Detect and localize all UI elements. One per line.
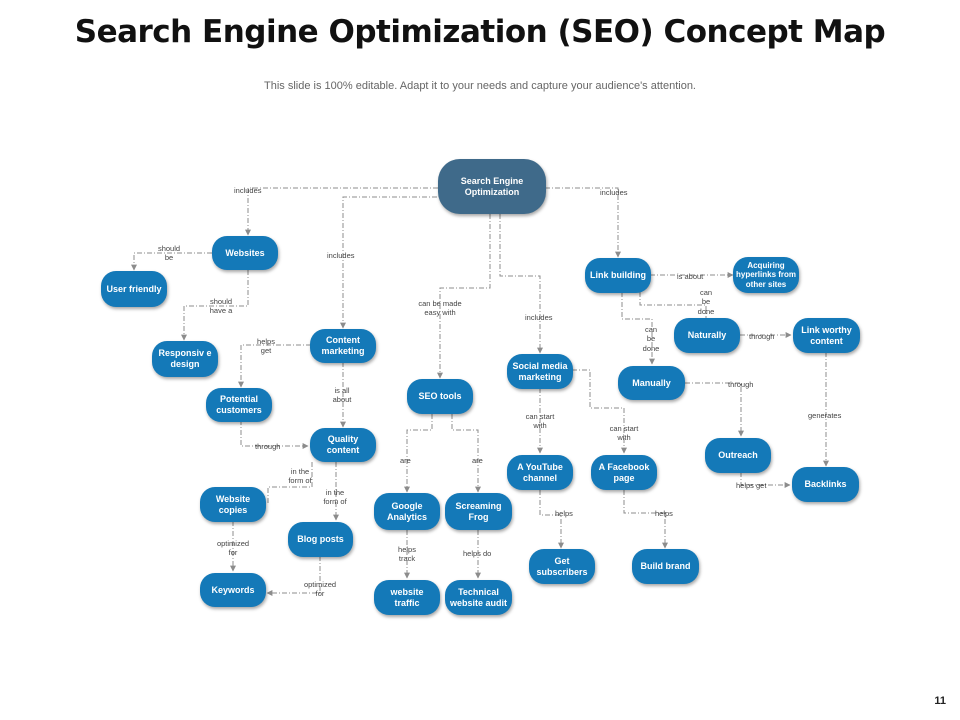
edge-outreach-backlinks xyxy=(740,472,791,488)
node-manually: Manually xyxy=(618,366,685,400)
node-get-subscribers: Get subscribers xyxy=(529,549,595,584)
edge-seo-social xyxy=(499,214,543,354)
edge-label-helps: helps xyxy=(655,509,673,518)
edge-quality-copies xyxy=(267,462,313,505)
edge-social-facebook xyxy=(572,369,627,454)
edge-label-is-all-about: is all about xyxy=(332,386,352,405)
node-content-marketing: Content marketing xyxy=(310,329,376,363)
edge-manually-outreach xyxy=(685,382,744,437)
node-social-media-marketing: Social media marketing xyxy=(507,354,573,389)
edge-label-helps: helps xyxy=(555,509,573,518)
edge-label-includes: includes xyxy=(327,251,355,260)
edge-label-optimized-for: optimized for xyxy=(216,539,250,558)
edge-tools-screaming xyxy=(451,414,481,493)
edge-label-made-easy: can be made easy with xyxy=(418,299,462,318)
node-blog-posts: Blog posts xyxy=(288,522,353,557)
edge-youtube-subscribers xyxy=(539,490,564,549)
edge-label-can-start-with: can start with xyxy=(609,424,639,443)
edge-label-in-the-form-of: in the form of xyxy=(288,467,312,486)
edge-label-can-be-done: can be done xyxy=(642,325,660,353)
edge-websites-responsive xyxy=(181,270,249,341)
edge-link-manually xyxy=(621,292,655,365)
node-keywords: Keywords xyxy=(200,573,266,607)
edge-label-through: through xyxy=(255,442,281,451)
node-link-worthy-content: Link worthy content xyxy=(793,318,860,353)
edge-label-are: are xyxy=(400,456,411,465)
edge-potential-quality xyxy=(240,420,309,449)
edge-label-includes: includes xyxy=(234,186,262,195)
node-link-building: Link building xyxy=(585,258,651,293)
edge-label-optimized-for: optimized for xyxy=(303,580,337,599)
edge-label-helps-get: helps get xyxy=(736,481,767,490)
edge-label-helps-do: helps do xyxy=(463,549,492,558)
edge-blog-keywords xyxy=(266,556,321,596)
edge-label-generates: generates xyxy=(808,411,842,420)
edge-label-through: through xyxy=(749,332,775,341)
node-quality-content: Quality content xyxy=(310,428,376,462)
edge-label-through: through xyxy=(728,380,754,389)
node-screaming-frog: Screaming Frog xyxy=(445,493,512,530)
edge-content-potential xyxy=(238,344,311,388)
edge-label-can-be-done: can be done xyxy=(697,288,715,316)
edge-seo-tools xyxy=(437,214,491,379)
edge-facebook-brand xyxy=(623,490,668,549)
node-facebook-page: A Facebook page xyxy=(591,455,657,490)
edge-label-should-have: should have a xyxy=(209,297,233,316)
edge-label-in-the-form-of: in the form of xyxy=(323,488,347,507)
edge-label-can-start-with: can start with xyxy=(525,412,555,431)
node-search-engine-optimization: Search Engine Optimization xyxy=(438,159,546,214)
node-acquiring-hyperlinks: Acquiring hyperlinks from other sites xyxy=(733,257,799,293)
node-youtube-channel: A YouTube channel xyxy=(507,455,573,490)
node-websites: Websites xyxy=(212,236,278,270)
node-naturally: Naturally xyxy=(674,318,740,353)
edge-tools-google xyxy=(404,414,433,493)
edge-label-helps-get: helps get xyxy=(257,337,275,356)
node-build-brand: Build brand xyxy=(632,549,699,584)
page-title: Search Engine Optimization (SEO) Concept… xyxy=(74,14,886,50)
edge-label-should-be: should be xyxy=(157,244,181,263)
node-google-analytics: Google Analytics xyxy=(374,493,440,530)
node-user-friendly: User friendly xyxy=(101,271,167,307)
node-website-copies: Website copies xyxy=(200,487,266,522)
edge-label-helps-track: helps track xyxy=(398,545,416,564)
edge-label-includes: includes xyxy=(525,313,553,322)
edge-label-are: are xyxy=(472,456,483,465)
node-seo-tools: SEO tools xyxy=(407,379,473,414)
edge-seo-websites xyxy=(245,187,438,236)
edge-seo-link-building xyxy=(545,187,621,258)
edge-label-includes: includes xyxy=(600,188,628,197)
node-responsive-design: Responsiv e design xyxy=(152,341,218,377)
edge-websites-user xyxy=(131,252,212,271)
node-potential-customers: Potential customers xyxy=(206,388,272,422)
node-backlinks: Backlinks xyxy=(792,467,859,502)
page-subtitle: This slide is 100% editable. Adapt it to… xyxy=(264,80,696,92)
page-number: 11 xyxy=(934,695,946,707)
node-website-traffic: website traffic xyxy=(374,580,440,615)
node-outreach: Outreach xyxy=(705,438,771,473)
node-technical-website-audit: Technical website audit xyxy=(445,580,512,615)
edge-label-is-about: is about xyxy=(677,272,704,281)
